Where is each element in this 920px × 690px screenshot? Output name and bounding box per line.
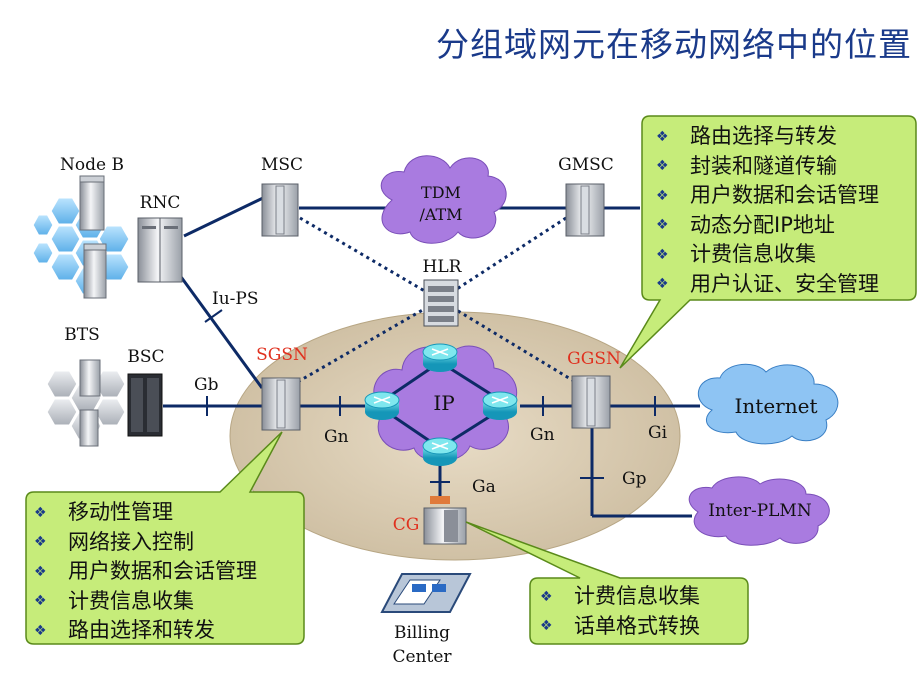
callout-item-text: 用户认证、安全管理	[690, 271, 879, 296]
router-icon	[364, 391, 400, 420]
callout-item: ❖ 动态分配IP地址	[656, 211, 879, 241]
billing-label-1: Billing	[394, 623, 450, 643]
callout-item-text: 计费信息收集	[574, 584, 700, 608]
gn-left-label: Gn	[324, 427, 349, 447]
page-title: 分组域网元在移动网络中的位置	[436, 25, 912, 64]
callout-item-text: 路由选择与转发	[690, 124, 837, 148]
bsc-icon	[127, 373, 163, 437]
node-b-icon	[79, 175, 107, 299]
ga-label: Ga	[472, 477, 496, 497]
sgsn-server-icon	[261, 377, 301, 431]
internet-label: Internet	[735, 394, 818, 418]
bullet-icon: ❖	[656, 217, 669, 233]
msc-server-icon	[261, 183, 299, 237]
ggsn-functions-list: ❖ 路由选择与转发 ❖ 封装和隧道传输 ❖ 用户数据和会话管理 ❖ 动态分配IP地址 ❖ 计费信息…	[656, 122, 879, 299]
signaling-links	[279, 216, 593, 394]
gb-label: Gb	[194, 375, 219, 395]
callout-item: ❖ 用户数据和会话管理	[656, 181, 879, 211]
callout-item: ❖ 路由选择与转发	[656, 122, 879, 152]
links	[163, 196, 700, 518]
bullet-icon: ❖	[540, 618, 553, 634]
bullet-icon: ❖	[656, 246, 669, 263]
inter-plmn-cloud: Inter-PLMN	[688, 476, 830, 546]
ip-cloud: IP	[373, 345, 518, 462]
callout-item-text: 封装和隧道传输	[690, 153, 837, 178]
callout-item: ❖ 封装和隧道传输	[656, 152, 879, 182]
bullet-icon: ❖	[34, 593, 47, 609]
bullet-icon: ❖	[34, 622, 47, 639]
callout-item-text: 计费信息收集	[68, 588, 194, 613]
ggsn-callout-bubble	[619, 115, 917, 369]
callout-item-text: 动态分配IP地址	[690, 212, 835, 237]
callout-item: ❖ 用户数据和会话管理	[34, 557, 257, 587]
tdm-label: TDM	[421, 183, 461, 202]
gp-label: Gp	[622, 469, 647, 489]
bts-icon	[79, 359, 101, 447]
gi-label: Gi	[648, 423, 668, 443]
callout-item: ❖ 计费信息收集	[34, 587, 257, 617]
ggsn-label: GGSN	[567, 349, 621, 369]
inter-plmn-label: Inter-PLMN	[708, 501, 812, 521]
callout-item-text: 话单格式转换	[574, 613, 700, 638]
bullet-icon: ❖	[34, 563, 47, 580]
callout-item-text: 网络接入控制	[68, 529, 194, 554]
callout-item-text: 路由选择和转发	[68, 618, 215, 642]
callout-item: ❖ 计费信息收集	[656, 240, 879, 270]
sgsn-callout-bubble	[25, 431, 305, 645]
bullet-icon: ❖	[540, 588, 553, 605]
bullet-icon: ❖	[34, 534, 47, 550]
ggsn-server-icon	[571, 375, 611, 429]
callout-item-text: 用户数据和会话管理	[690, 183, 879, 207]
callout-item: ❖ 网络接入控制	[34, 528, 257, 558]
internet-cloud: Internet	[697, 363, 839, 445]
iu-ps-label: Iu-PS	[212, 289, 259, 309]
msc-label: MSC	[261, 155, 303, 175]
rnc-label: RNC	[140, 193, 181, 213]
gn-right-label: Gn	[530, 425, 555, 445]
router-icon	[422, 437, 458, 466]
router-icon	[482, 391, 518, 420]
callout-item: ❖ 路由选择和转发	[34, 616, 257, 646]
callout-item-text: 移动性管理	[68, 500, 173, 524]
callout-item: ❖ 计费信息收集	[540, 582, 700, 612]
hlr-icon	[423, 279, 459, 327]
tdm-atm-cloud: TDM /ATM	[380, 155, 507, 244]
atm-label: /ATM	[419, 205, 462, 224]
sgsn-label: SGSN	[256, 345, 308, 365]
callout-item-text: 计费信息收集	[690, 242, 816, 266]
bsc-label: BSC	[127, 347, 164, 367]
cg-callout-bubble	[465, 521, 749, 645]
interface-ticks	[204, 309, 656, 483]
router-icon	[422, 343, 458, 372]
gmsc-label: GMSC	[558, 155, 614, 175]
callout-item: ❖ 移动性管理	[34, 498, 257, 528]
billing-label-2: Center	[392, 647, 452, 667]
bullet-icon: ❖	[34, 504, 47, 521]
bullet-icon: ❖	[656, 187, 669, 204]
sgsn-functions-list: ❖ 移动性管理 ❖ 网络接入控制 ❖ 用户数据和会话管理 ❖ 计费信息收集 ❖ 路由选择和转发	[34, 498, 257, 646]
gmsc-server-icon	[565, 183, 605, 237]
callout-item: ❖ 话单格式转换	[540, 612, 700, 642]
cg-icon	[423, 496, 467, 545]
callout-item: ❖ 用户认证、安全管理	[656, 270, 879, 300]
hlr-label: HLR	[423, 257, 463, 277]
bullet-icon: ❖	[656, 158, 669, 174]
cg-label: CG	[393, 515, 420, 535]
billing-center-icon	[380, 573, 472, 613]
bullet-icon: ❖	[656, 276, 669, 292]
bts-label: BTS	[64, 325, 99, 345]
cg-functions-list: ❖ 计费信息收集 ❖ 话单格式转换	[540, 582, 700, 641]
bullet-icon: ❖	[656, 128, 669, 145]
node-b-label: Node B	[60, 155, 124, 175]
callout-item-text: 用户数据和会话管理	[68, 559, 257, 583]
rnc-icon	[137, 217, 183, 283]
ip-label: IP	[433, 391, 454, 415]
